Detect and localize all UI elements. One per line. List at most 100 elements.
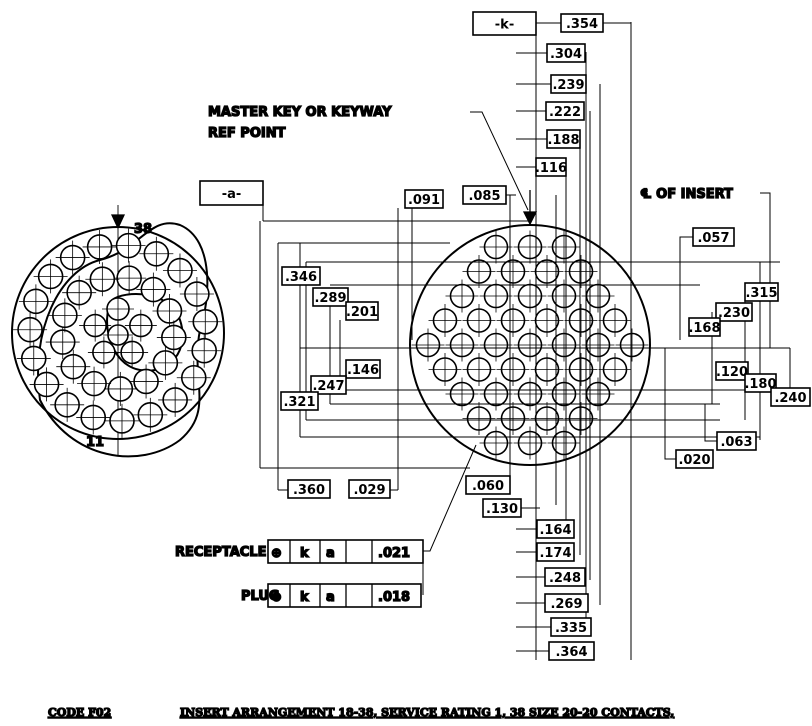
position-symbol-icon: ⊕ bbox=[271, 546, 282, 561]
contact-cavity-icon bbox=[598, 353, 632, 386]
contact-cavity-icon bbox=[496, 353, 530, 386]
contact-cavity-icon bbox=[103, 371, 138, 406]
tolerance-value: .021 bbox=[378, 546, 410, 561]
position-symbol-icon: ⊕ bbox=[271, 590, 282, 605]
contact-cavity-icon bbox=[55, 240, 90, 275]
contact-cavity-icon bbox=[156, 320, 191, 355]
contact-cavity-icon bbox=[530, 304, 564, 337]
contact-cavity-icon bbox=[479, 230, 513, 264]
dimension-value: .360 bbox=[293, 483, 325, 498]
contact-cavity-icon bbox=[564, 255, 598, 288]
master-key-marker-icon bbox=[522, 211, 538, 226]
contact-cavity-icon bbox=[29, 367, 64, 402]
contact-cavity-icon bbox=[445, 377, 479, 411]
contact-cavity-icon bbox=[124, 309, 157, 342]
contact-cavity-icon bbox=[547, 279, 581, 313]
contact-cavity-icon bbox=[77, 366, 112, 401]
footer-code: CODE F02 bbox=[48, 706, 111, 719]
dimension-box: .180 bbox=[744, 373, 777, 393]
contact-cavity-icon bbox=[136, 272, 171, 307]
dimension-box: .085 bbox=[462, 185, 507, 205]
dimension-box: .188 bbox=[546, 129, 581, 149]
dimension-value: .222 bbox=[549, 105, 581, 120]
contact-cavity-icon bbox=[56, 349, 91, 384]
contact-cavity-icon bbox=[112, 261, 147, 296]
contact-cavity-icon bbox=[45, 325, 80, 360]
contact-cavity-icon bbox=[564, 353, 598, 386]
contact-cavity-icon bbox=[85, 262, 120, 297]
contact-cavity-icon bbox=[462, 402, 496, 435]
insert-face-view: 38 11 bbox=[11, 205, 225, 458]
dimension-box: .247 bbox=[310, 375, 347, 395]
dimension-box: .029 bbox=[348, 479, 391, 499]
dimension-box: .168 bbox=[688, 317, 721, 337]
dimension-value: .063 bbox=[720, 435, 752, 450]
dimension-box: .146 bbox=[345, 359, 381, 379]
tolerance-value: .018 bbox=[378, 590, 410, 605]
contact-cavity-icon bbox=[148, 345, 183, 380]
contact-cavity-icon bbox=[547, 426, 581, 460]
contact-cavity-icon bbox=[479, 377, 513, 411]
dimension-value: .346 bbox=[285, 270, 317, 285]
dimension-value: .164 bbox=[539, 523, 571, 538]
dimension-box: .304 bbox=[546, 43, 586, 63]
contact-cavity-icon bbox=[513, 279, 547, 313]
receptacle-tolerance: RECEPTACLE ⊕ k a .021 bbox=[174, 539, 424, 564]
datum-ref: k bbox=[300, 546, 309, 561]
dimension-value: .180 bbox=[744, 377, 776, 392]
dimension-box: .269 bbox=[544, 593, 589, 613]
dimension-box: .120 bbox=[715, 361, 749, 381]
contact-cavity-icon bbox=[428, 353, 462, 386]
contact-cavity-icon bbox=[33, 259, 68, 294]
contact-cavity-icon bbox=[16, 341, 51, 376]
contact-cavity-icon bbox=[496, 255, 530, 288]
dimension-value: .201 bbox=[346, 305, 378, 320]
dimension-box: .164 bbox=[536, 519, 575, 539]
contact-cavity-icon bbox=[496, 402, 530, 435]
dimension-value: .116 bbox=[535, 161, 567, 176]
contact-cavity-icon bbox=[411, 328, 445, 362]
dimension-value: .304 bbox=[550, 47, 582, 62]
dimension-box: .321 bbox=[280, 391, 319, 411]
dimension-value: .315 bbox=[745, 286, 777, 301]
dimension-box: .201 bbox=[345, 301, 379, 321]
contact-cavity-icon bbox=[479, 279, 513, 313]
dimension-box: .174 bbox=[536, 542, 575, 562]
dimension-box: .354 bbox=[560, 13, 604, 33]
contact-cavity-icon bbox=[139, 236, 174, 271]
dimension-value: .230 bbox=[718, 306, 750, 321]
contact-cavity-icon bbox=[513, 426, 547, 460]
dimension-box: .364 bbox=[548, 641, 595, 661]
dimension-box: .060 bbox=[465, 475, 511, 495]
contact-cavity-icon bbox=[162, 253, 197, 288]
contact-cavity-icon bbox=[187, 333, 222, 368]
dimension-value: .057 bbox=[697, 231, 729, 246]
datum-ref: a bbox=[326, 590, 335, 605]
contact-cavity-icon bbox=[179, 277, 214, 312]
dimension-value: .130 bbox=[486, 502, 518, 517]
dimension-box: .240 bbox=[770, 387, 811, 407]
dimension-value: .174 bbox=[539, 546, 571, 561]
contact-cavity-icon bbox=[564, 402, 598, 435]
contact-cavity-icon bbox=[462, 304, 496, 337]
dimension-box: .063 bbox=[716, 431, 757, 451]
contact-cavity-icon bbox=[50, 387, 85, 422]
dimension-box: .248 bbox=[544, 567, 586, 587]
dimension-box: .230 bbox=[715, 302, 753, 322]
dimension-box: .289 bbox=[312, 287, 349, 307]
dimension-box: .091 bbox=[404, 189, 444, 209]
contact-cavity-icon bbox=[615, 328, 649, 362]
dimension-value: .335 bbox=[555, 621, 587, 636]
insert-dimensioned-view bbox=[409, 190, 651, 466]
dimension-value: -k- bbox=[495, 18, 514, 33]
dimension-value: .289 bbox=[314, 291, 346, 306]
dimension-value: -a- bbox=[222, 187, 242, 202]
dimension-value: .239 bbox=[552, 78, 584, 93]
dimension-box: .020 bbox=[675, 449, 714, 469]
contact-cavity-icon bbox=[462, 353, 496, 386]
dimension-value: .354 bbox=[566, 17, 598, 32]
contact-cavity-icon bbox=[47, 298, 82, 333]
dimension-value: .188 bbox=[547, 133, 579, 148]
contact-cavity-icon bbox=[428, 304, 462, 337]
contact-cavity-icon bbox=[547, 377, 581, 411]
